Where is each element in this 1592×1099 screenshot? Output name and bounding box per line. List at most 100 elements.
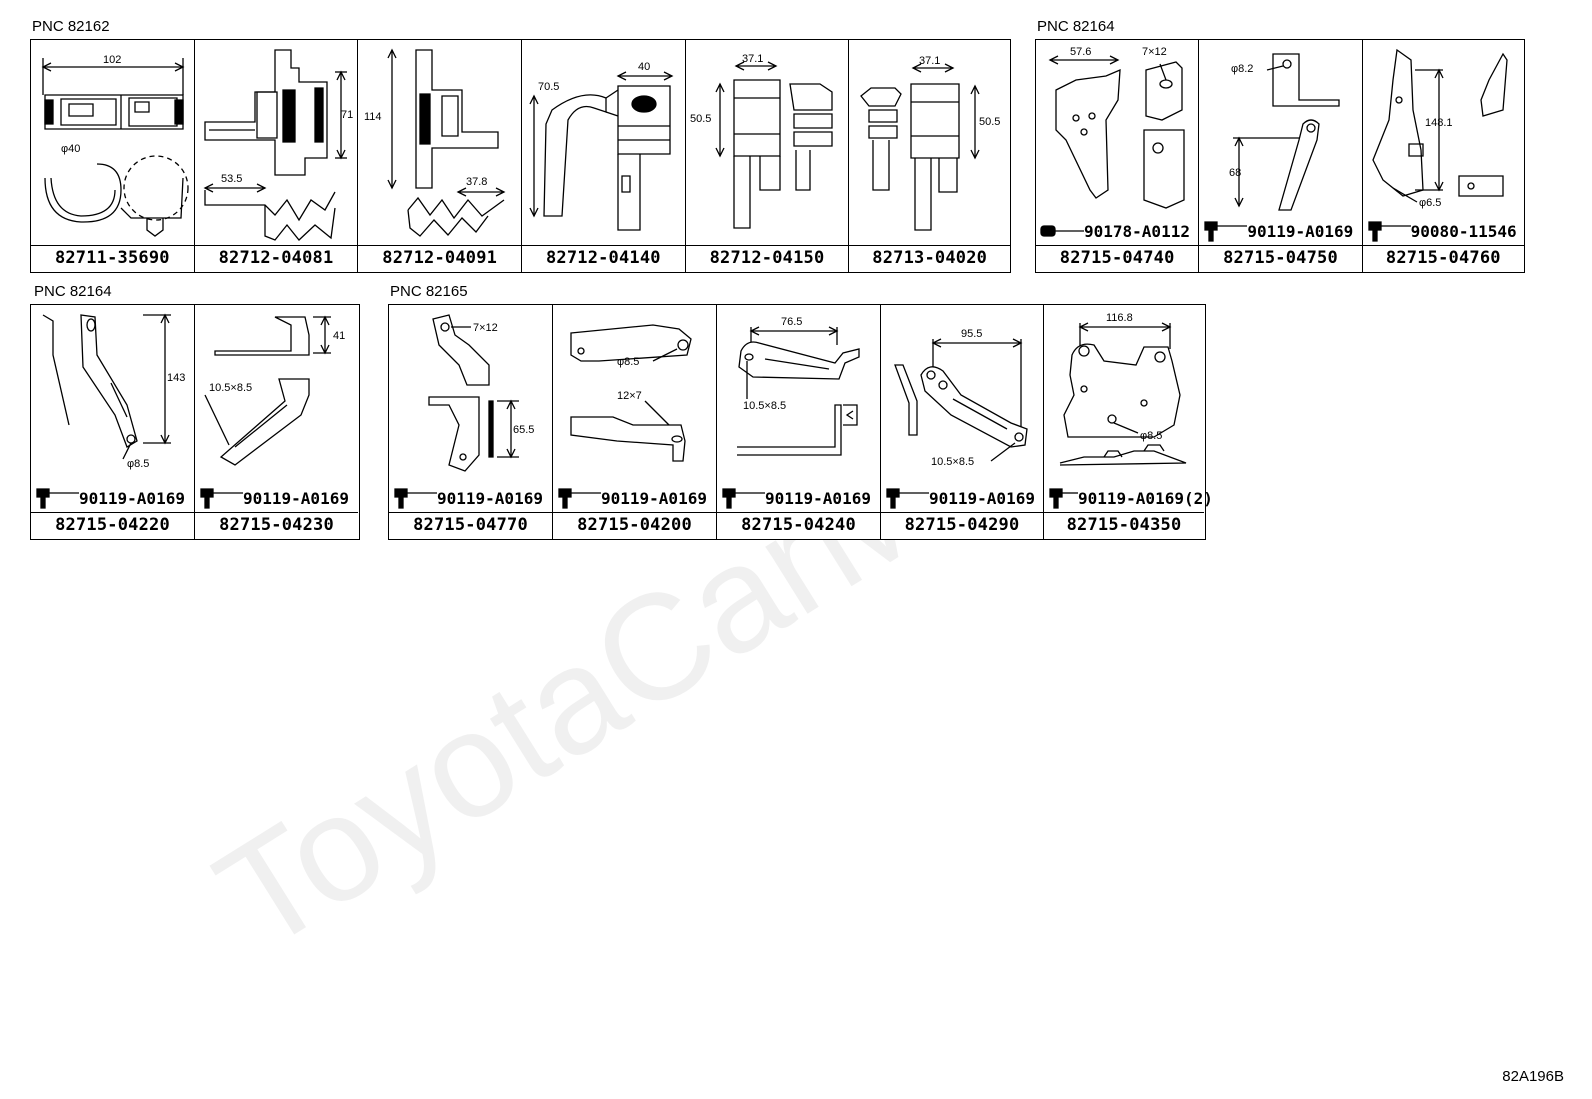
part-drawing: 37.1 50.5 [686,40,849,245]
pnc-label-82164: PNC 82164 [1037,18,1115,35]
dim-label: 57.6 [1070,46,1091,58]
part-cell-82715-04770[interactable]: 7×12 65.5 90119-A0169 82715-04770 [389,305,553,539]
part-drawing: 71 53.5 [195,40,358,245]
dim-label: 10.5×8.5 [743,400,786,412]
bolt-part-number: 90119-A0169 [929,488,1035,508]
group-pnc-82164-top: 57.6 7×12 90178-A0112 82715-04740 φ8.2 [1035,39,1525,273]
part-cell-82713-04020[interactable]: 37.1 50.5 82713-04020 [849,40,1011,272]
part-number: 82711-35690 [31,245,194,272]
bolt-callout: 90178-A0112 [1040,220,1190,242]
dim-label: 50.5 [979,116,1000,128]
part-cell-82715-04350[interactable]: 116.8 φ8.5 90119-A0169(2) 82715-04350 [1044,305,1213,539]
bolt-part-number: 90119-A0169 [79,488,185,508]
part-drawing: 102 φ40 [31,40,194,245]
part-cell-82712-04150[interactable]: 37.1 50.5 82712-04150 [685,40,850,272]
dim-label: 37.8 [466,176,487,188]
bolt-icon [35,487,79,509]
dim-label: φ8.5 [127,458,149,470]
part-cell-82715-04230[interactable]: 41 10.5×8.5 90119-A0169 82715-04230 [195,305,358,539]
part-cell-82712-04140[interactable]: 70.5 40 82712-04140 [522,40,686,272]
part-number: 82712-04081 [194,245,358,272]
part-cell-82715-04760[interactable]: 148.1 φ6.5 90080-11546 82715-04760 [1362,40,1524,272]
dim-label: 37.1 [919,55,940,67]
part-drawing: 41 10.5×8.5 [195,305,358,485]
dim-label: φ8.2 [1231,63,1253,75]
part-drawing: 57.6 7×12 [1036,40,1198,220]
part-drawing: φ8.2 68 [1199,40,1361,220]
part-cell-82715-04200[interactable]: φ8.5 12×7 90119-A0169 82715-04200 [553,305,717,539]
dim-label: 76.5 [781,316,802,328]
dim-label: 10.5×8.5 [931,456,974,468]
bolt-callout: 90080-11546 [1367,220,1517,242]
bolt-part-number: 90080-11546 [1410,221,1517,241]
part-cell-82715-04290[interactable]: 95.5 10.5×8.5 90119-A0169 82715-04290 [881,305,1044,539]
bolt-icon [1367,220,1411,242]
part-drawing: 7×12 65.5 [389,305,552,485]
bolt-callout: 90119-A0169 [393,487,543,509]
dim-label: 68 [1229,167,1241,179]
part-number: 82715-04220 [31,512,194,539]
dim-label: 143 [167,372,185,384]
pnc-label-82164: PNC 82164 [34,283,112,300]
dim-label: 37.1 [742,53,763,65]
part-number: 82712-04091 [358,245,522,272]
part-cell-82711-35690[interactable]: 102 φ40 82711-35690 [31,40,195,272]
dim-label: 148.1 [1425,117,1453,129]
bolt-icon [393,487,437,509]
part-drawing: 37.1 50.5 [849,40,1010,245]
bolt-part-number: 90119-A0169(2) [1078,488,1213,508]
bolt-callout: 90119-A0169 [557,487,707,509]
part-number: 82712-04140 [522,245,685,272]
part-cell-82715-04220[interactable]: 143 φ8.5 90119-A0169 82715-04220 [31,305,195,539]
bolt-icon [557,487,601,509]
bolt-part-number: 90119-A0169 [243,488,349,508]
part-number: 82715-04290 [881,512,1043,539]
part-drawing: 95.5 10.5×8.5 [881,305,1043,485]
bolt-icon [199,487,243,509]
part-drawing: 76.5 10.5×8.5 [717,305,880,485]
part-drawing: 70.5 40 [522,40,685,245]
bolt-callout: 90119-A0169 [1203,220,1353,242]
part-drawing: 116.8 φ8.5 [1044,305,1204,485]
part-number: 82715-04760 [1362,245,1524,272]
dim-label: 53.5 [221,173,242,185]
part-number: 82715-04770 [389,512,552,539]
bolt-part-number: 90119-A0169 [1247,221,1354,241]
dim-label: φ6.5 [1419,197,1441,209]
part-cell-82715-04740[interactable]: 57.6 7×12 90178-A0112 82715-04740 [1036,40,1200,272]
dim-label: 95.5 [961,328,982,340]
bolt-part-number: 90178-A0112 [1084,221,1190,241]
pnc-label-82165: PNC 82165 [390,283,468,300]
part-cell-82712-04081[interactable]: 71 53.5 82712-04081 [194,40,359,272]
group-pnc-82162: 102 φ40 82711-35690 [30,39,1011,273]
pnc-label-82162: PNC 82162 [32,18,110,35]
dim-label: 70.5 [538,81,559,93]
bolt-part-number: 90119-A0169 [601,488,707,508]
part-number: 82715-04200 [553,512,716,539]
dim-label: 12×7 [617,390,642,402]
bolt-icon [885,487,929,509]
part-number: 82715-04240 [717,512,880,539]
group-pnc-82164-bottom: 143 φ8.5 90119-A0169 82715-04220 41 10.5… [30,304,360,540]
dim-label: 40 [638,61,650,73]
bolt-icon [1040,224,1084,238]
part-cell-82715-04750[interactable]: φ8.2 68 90119-A0169 82715-04750 [1199,40,1363,272]
part-cell-82715-04240[interactable]: 76.5 10.5×8.5 90119-A0169 82715-04240 [717,305,881,539]
part-drawing: 148.1 φ6.5 [1363,40,1524,220]
part-number: 82715-04230 [195,512,358,539]
part-number: 82713-04020 [849,245,1011,272]
part-drawing: φ8.5 12×7 [553,305,716,485]
figure-id: 82A196B [1502,1068,1564,1085]
bolt-callout: 90119-A0169 [199,487,349,509]
bolt-part-number: 90119-A0169 [765,488,871,508]
part-drawing: 114 37.8 [358,40,521,245]
dim-label: 41 [333,330,345,342]
dim-label: 50.5 [690,113,711,125]
bolt-part-number: 90119-A0169 [437,488,543,508]
bolt-callout: 90119-A0169 [885,487,1035,509]
dim-label: φ40 [61,143,80,155]
part-cell-82712-04091[interactable]: 114 37.8 82712-04091 [358,40,523,272]
part-number: 82715-04750 [1199,245,1362,272]
dim-label: 71 [341,109,353,121]
bolt-icon [1048,487,1078,509]
